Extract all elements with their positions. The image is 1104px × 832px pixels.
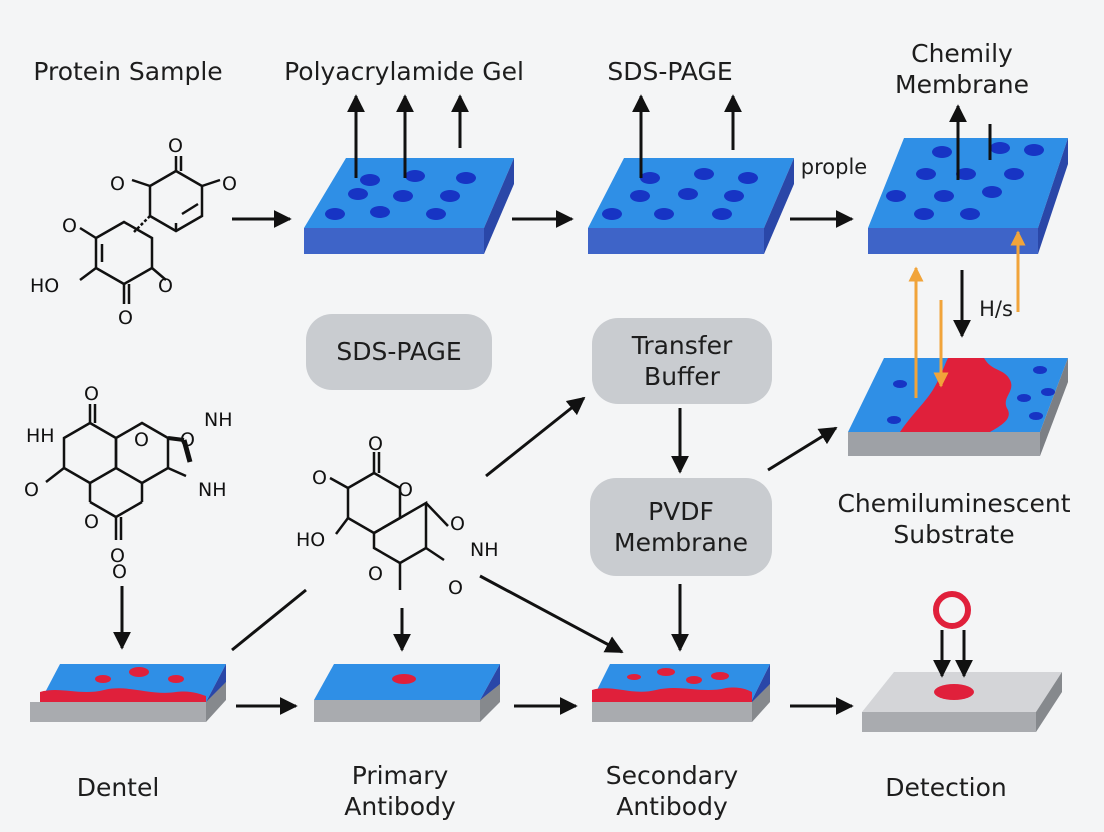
- pill-line: Buffer: [644, 362, 720, 391]
- label-line: Antibody: [616, 792, 728, 822]
- label-chemily-membrane: Chemily Membrane: [895, 38, 1029, 101]
- pill-line: Transfer: [631, 330, 733, 360]
- atom-label: O: [134, 429, 149, 451]
- atom-label: HH: [26, 425, 55, 447]
- label-line: Secondary: [605, 761, 739, 790]
- molecule-primary: [329, 452, 449, 590]
- middle-arrows: [113, 396, 838, 654]
- pill-line: PVDF: [648, 496, 714, 526]
- atom-label: O: [450, 513, 465, 535]
- label-detection: Detection: [885, 773, 1007, 802]
- gel-sds-page: [588, 158, 794, 254]
- up-arrows: [347, 94, 992, 180]
- label-line: Chemily: [911, 39, 1013, 68]
- atom-label: O: [398, 479, 413, 501]
- molecule-dentel-labels: O HH O O NH NH O O O O: [24, 383, 233, 583]
- label-secondary-antibody: Secondary Antibody: [606, 760, 738, 823]
- pill-line: Membrane: [614, 528, 748, 557]
- label-sds-page-top: SDS-PAGE: [607, 57, 733, 86]
- atom-label: O: [110, 545, 125, 567]
- atom-label: O: [62, 215, 77, 237]
- substrate-slab: [848, 358, 1068, 456]
- atom-label: O: [368, 433, 383, 455]
- gel-polyacrylamide: [304, 158, 514, 254]
- slab-secondary-antibody: [592, 664, 770, 722]
- atom-label: HO: [30, 275, 59, 297]
- orange-arrows: [908, 230, 1026, 398]
- label-line: Antibody: [344, 792, 456, 822]
- atom-label: O: [222, 173, 237, 195]
- gel-chemily-membrane: [868, 138, 1068, 254]
- atom-label: O: [448, 577, 463, 599]
- gel-bands: [602, 168, 758, 220]
- label-primary-antibody: Primary Antibody: [344, 760, 456, 823]
- label-line: Membrane: [895, 70, 1029, 100]
- atom-label: NH: [470, 539, 499, 561]
- label-line: Primary: [351, 761, 449, 790]
- slab-dentel: [30, 664, 226, 722]
- atom-label: O: [84, 511, 99, 533]
- atom-label: O: [110, 173, 125, 195]
- label-line: Chemiluminescent: [837, 489, 1071, 518]
- gel-bands: [886, 142, 1044, 220]
- atom-label: NH: [198, 479, 227, 501]
- molecule-protein-sample: [79, 156, 221, 304]
- label-his: H/s: [979, 297, 1013, 321]
- pill-transfer-buffer: Transfer Buffer: [592, 318, 772, 404]
- molecule-primary-labels: O O O HO O NH O O: [296, 433, 499, 599]
- slab-detection: [862, 591, 1062, 732]
- atom-label: O: [112, 561, 127, 583]
- atom-label: O: [168, 135, 183, 157]
- label-chemiluminescent-substrate: Chemiluminescent Substrate: [837, 488, 1070, 551]
- molecule-dentel: [45, 404, 193, 540]
- atom-label: O: [84, 383, 99, 405]
- atom-label: O: [312, 467, 327, 489]
- atom-label: O: [24, 479, 39, 501]
- label-polyacrylamide-gel: Polyacrylamide Gel: [284, 57, 524, 86]
- label-dentel: Dentel: [76, 773, 160, 802]
- label-prople: prople: [800, 155, 868, 179]
- atom-label: O: [158, 275, 173, 297]
- pill-pvdf-membrane: PVDF Membrane: [590, 478, 772, 576]
- label-line: Substrate: [893, 520, 1015, 550]
- gel-bands: [325, 170, 476, 220]
- molecule-protein-sample-labels: O O O O HO O O: [30, 135, 237, 329]
- atom-label: O: [118, 307, 133, 329]
- atom-label: NH: [204, 409, 233, 431]
- label-protein-sample: Protein Sample: [33, 57, 223, 86]
- atom-label: HO: [296, 529, 325, 551]
- atom-label: O: [368, 563, 383, 585]
- slab-primary-antibody: [314, 664, 500, 722]
- atom-label: O: [180, 429, 195, 451]
- pill-sds-page: SDS-PAGE: [306, 314, 492, 390]
